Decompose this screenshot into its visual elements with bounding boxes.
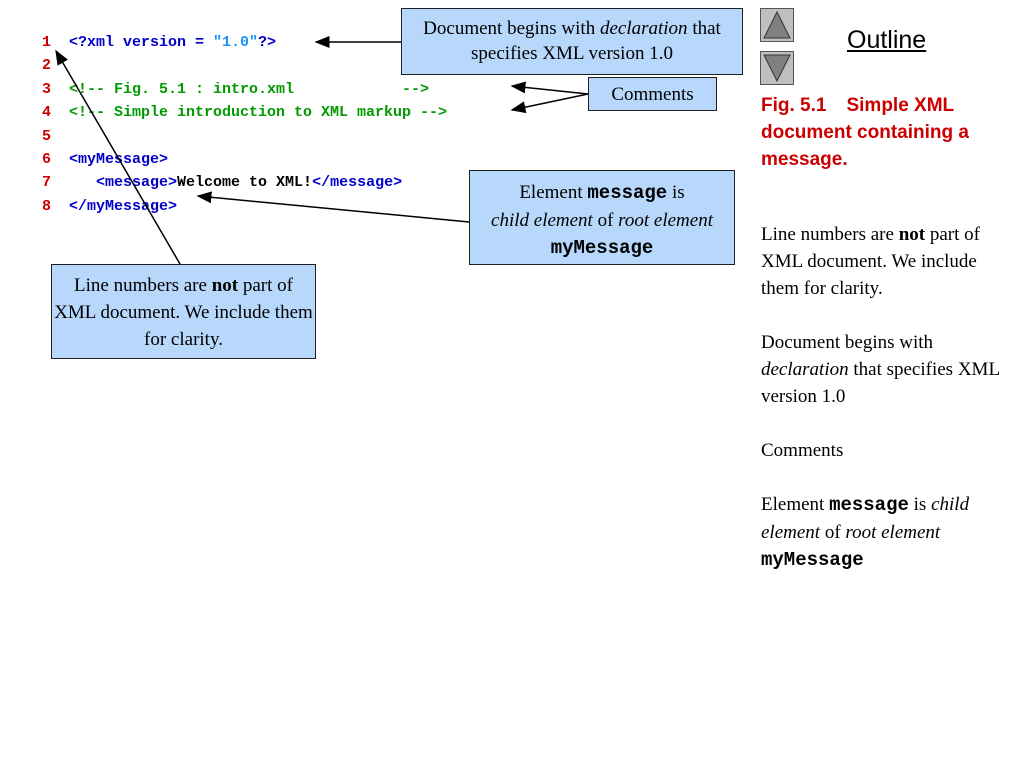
callout-comments-text: Comments bbox=[611, 84, 694, 105]
callout-linenums-strong: not bbox=[211, 275, 239, 296]
code-token: </myMessage> bbox=[69, 197, 178, 215]
sidebar-child-code1: message bbox=[829, 494, 909, 516]
arrow-comment-line4 bbox=[510, 93, 589, 114]
code-token: <!-- Fig. 5.1 : intro.xml --> bbox=[69, 80, 430, 98]
callout-child-em2: root element bbox=[618, 210, 713, 231]
code-line: 8 </myMessage> bbox=[42, 195, 447, 218]
sidebar-child-t2: is bbox=[908, 494, 932, 515]
callout-comments: Comments bbox=[588, 77, 717, 111]
code-line: 1 <?xml version = "1.0"?> bbox=[42, 31, 447, 54]
sidebar-declaration-post: that specifies XML version 1.0 bbox=[761, 359, 1000, 407]
sidebar-child-code2: myMessage bbox=[761, 549, 864, 571]
line-number: 5 bbox=[42, 127, 52, 145]
callout-child-code1: message bbox=[587, 182, 668, 204]
sidebar-note-comments: Comments bbox=[761, 440, 844, 461]
code-token: </message> bbox=[312, 174, 403, 192]
sidebar-declaration-pre: Document begins with bbox=[761, 332, 934, 353]
previous-slide-button[interactable] bbox=[760, 8, 794, 42]
callout-child-t2: is bbox=[667, 182, 685, 203]
code-listing: 1 <?xml version = "1.0"?> 2 3 <!-- Fig. 5.1 … bbox=[42, 31, 447, 218]
outline-link[interactable]: Outline bbox=[847, 26, 927, 54]
callout-linenums-pre: Line numbers are bbox=[74, 275, 212, 296]
callout-declaration-pre: Document begins with bbox=[423, 18, 600, 39]
code-line: 4 <!-- Simple introduction to XML markup … bbox=[42, 101, 447, 124]
line-number: 4 bbox=[42, 104, 52, 122]
code-token: ?> bbox=[258, 34, 277, 51]
code-token: <?xml version = bbox=[69, 34, 214, 51]
callout-linenums-post: part of XML document. We include them fo… bbox=[54, 275, 313, 350]
sidebar-linenums-post: part of XML document. We include them fo… bbox=[761, 224, 980, 299]
callout-declaration-post: that specifies XML version 1.0 bbox=[471, 18, 721, 64]
code-line: 7 <message>Welcome to XML!</message> bbox=[42, 171, 447, 194]
triangle-up-icon bbox=[763, 10, 791, 39]
code-line: 5 bbox=[42, 125, 447, 148]
figure-label: Fig. 5.1 bbox=[761, 95, 827, 116]
line-number: 3 bbox=[42, 80, 52, 98]
arrow-line-numbers bbox=[55, 49, 181, 265]
sidebar-child-t1: Element bbox=[761, 494, 830, 515]
callout-declaration: Document begins with declaration that sp… bbox=[401, 8, 743, 75]
callout-declaration-em: declaration bbox=[599, 18, 688, 39]
callout-child-element: Element message is child element of root… bbox=[469, 170, 735, 265]
code-token: <!-- Simple introduction to XML markup -… bbox=[69, 104, 448, 122]
sidebar-child-em1: child element bbox=[761, 494, 970, 543]
next-slide-button[interactable] bbox=[760, 51, 794, 85]
arrow-child-element bbox=[196, 191, 470, 223]
code-token: <message> bbox=[69, 174, 178, 192]
line-number: 7 bbox=[42, 174, 52, 192]
sidebar-note-line-numbers: Line numbers are not part of XML documen… bbox=[761, 221, 1017, 302]
sidebar-linenums-pre: Line numbers are bbox=[761, 224, 899, 245]
line-number: 2 bbox=[42, 57, 52, 75]
figure-title-text: Simple XML document containing a message… bbox=[761, 95, 969, 170]
triangle-down-icon bbox=[763, 54, 791, 83]
callout-child-t1: Element bbox=[519, 182, 588, 203]
line-number: 6 bbox=[42, 150, 52, 168]
code-token: Welcome to XML! bbox=[177, 174, 313, 192]
sidebar-child-em2: root element bbox=[845, 522, 941, 543]
code-line: 2 bbox=[42, 54, 447, 77]
line-number: 1 bbox=[42, 34, 52, 51]
sidebar-declaration-em: declaration bbox=[761, 359, 849, 380]
code-line: 3 <!-- Fig. 5.1 : intro.xml --> bbox=[42, 78, 447, 101]
sidebar-child-t3: of bbox=[820, 522, 846, 543]
code-token: "1.0" bbox=[213, 34, 259, 51]
line-number: 8 bbox=[42, 197, 52, 215]
sidebar-notes: Line numbers are not part of XML documen… bbox=[761, 221, 1017, 601]
callout-child-code2: myMessage bbox=[550, 237, 654, 259]
callout-child-em1: child element bbox=[491, 210, 593, 231]
sidebar-linenums-strong: not bbox=[898, 224, 926, 245]
callout-child-t3: of bbox=[592, 210, 619, 231]
arrow-comment-line3 bbox=[510, 81, 589, 95]
sidebar-note-child-element: Element message is child element of root… bbox=[761, 491, 1017, 574]
sidebar-note-declaration: Document begins with declaration that sp… bbox=[761, 329, 1017, 410]
callout-line-numbers: Line numbers are not part of XML documen… bbox=[51, 264, 316, 359]
